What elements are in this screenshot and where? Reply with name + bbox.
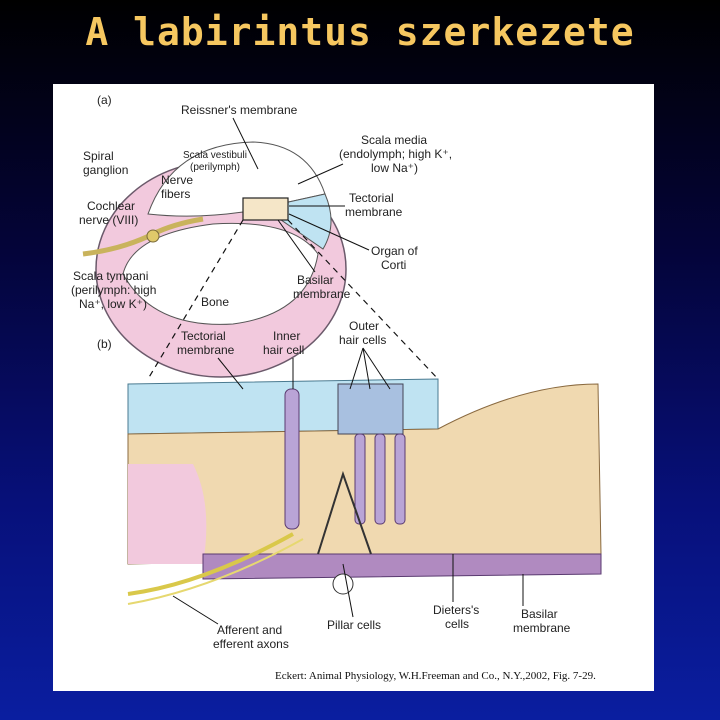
label-basilar-a: Basilar (297, 273, 334, 287)
label-scala-media-3: low Na⁺) (371, 161, 418, 175)
label-tectorial-b: Tectorial (181, 329, 226, 343)
label-scala-vestibuli: Scala vestibuli (183, 150, 247, 161)
outer-hair-cell-3 (394, 433, 406, 525)
label-tympani: Scala tympani (73, 269, 148, 283)
label-afferent-2: efferent axons (213, 637, 289, 651)
outer-hair-grid (337, 383, 404, 435)
basilar-membrane-b (202, 553, 602, 580)
label-organ: Organ of (371, 244, 418, 258)
label-tectorial-a-2: membrane (345, 205, 403, 219)
label-tympani-3: Na⁺, low K⁺) (79, 297, 147, 311)
afferent-axons (127, 532, 294, 596)
figure-panel: (a) Reissner's membrane Scala vestibuli … (53, 84, 654, 691)
pillar-nucleus (332, 573, 354, 595)
label-dieters-2: cells (445, 617, 469, 631)
scala-tympani (122, 222, 319, 325)
pillar-cells (317, 470, 372, 555)
label-pillar: Pillar cells (327, 618, 381, 632)
label-basilar-a-2: membrane (293, 287, 351, 301)
slide-title: A labirintus szerkezete (85, 10, 635, 54)
label-tectorial-b-2: membrane (177, 343, 235, 357)
label-cochlear: Cochlear (87, 199, 135, 213)
label-afferent: Afferent and (217, 623, 282, 637)
label-tympani-2: (perilymph: high (71, 283, 156, 297)
label-outer: Outer (349, 319, 379, 333)
label-scala-vestibuli-2: (perilymph) (190, 162, 240, 173)
label-dieters: Dieters's (433, 603, 479, 617)
panel-b-tag: (b) (97, 337, 112, 351)
label-outer-2: hair cells (339, 333, 386, 347)
panel-a-tag: (a) (97, 93, 112, 107)
basal-tissue (128, 464, 207, 564)
label-reissner: Reissner's membrane (181, 103, 298, 117)
label-basilar-b-2: membrane (513, 621, 571, 635)
label-tectorial-a: Tectorial (349, 191, 394, 205)
label-nerve: Nerve (161, 173, 193, 187)
label-spiral-2: ganglion (83, 163, 128, 177)
outer-hair-cell-2 (374, 433, 386, 525)
label-spiral: Spiral (83, 149, 114, 163)
label-basilar-b: Basilar (521, 607, 558, 621)
label-inner-2: hair cell (263, 343, 304, 357)
label-cochlear-2: nerve (VIII) (79, 213, 138, 227)
figure-caption: Eckert: Animal Physiology, W.H.Freeman a… (275, 670, 596, 682)
label-nerve-2: fibers (161, 187, 190, 201)
label-scala-media-2: (endolymph; high K⁺, (339, 147, 452, 161)
label-scala-media: Scala media (361, 133, 427, 147)
label-inner: Inner (273, 329, 300, 343)
label-bone: Bone (201, 295, 229, 309)
cochlea-illustration: (a) Reissner's membrane Scala vestibuli … (71, 93, 602, 651)
organ-of-corti-box (242, 197, 289, 221)
inner-hair-cell (284, 388, 300, 530)
label-organ-2: Corti (381, 258, 406, 272)
